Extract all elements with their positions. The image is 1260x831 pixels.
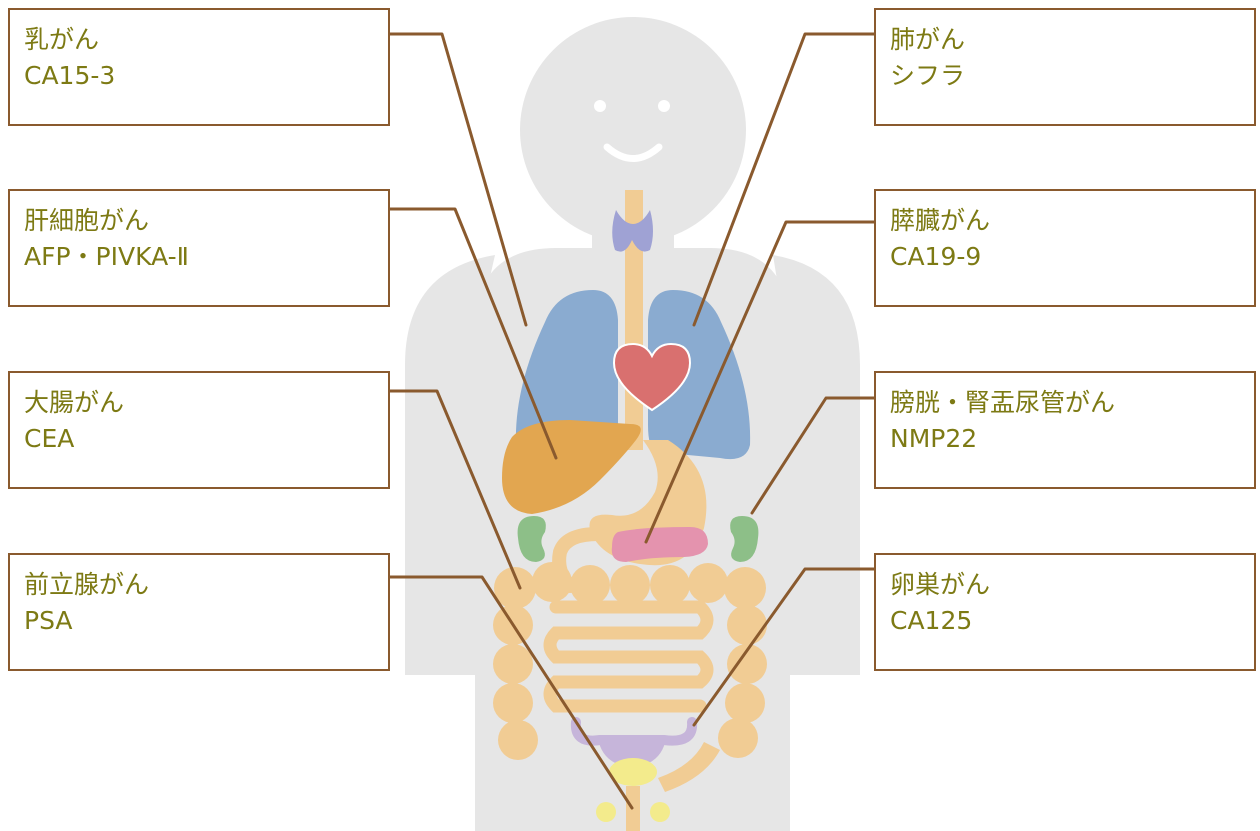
cancer-name: 肺がん: [890, 25, 966, 54]
leader-line-prostate: [386, 575, 634, 810]
label-box-lung-cancer: 肺がん シフラ: [874, 8, 1256, 126]
leader-line-liver: [386, 207, 558, 460]
left-kidney: [517, 516, 546, 562]
right-arm: [773, 255, 860, 675]
left-lung: [515, 290, 618, 460]
cancer-name: 膀胱・腎盂尿管がん: [890, 388, 1116, 417]
label-box-colon-cancer: 大腸がん CEA: [8, 371, 390, 489]
tumor-marker: CA15-3: [24, 61, 116, 90]
bladder: [609, 758, 657, 786]
label-box-prostate-cancer: 前立腺がん PSA: [8, 553, 390, 671]
label-box-liver-cancer: 肝細胞がん AFP・PIVKA-Ⅱ: [8, 189, 390, 307]
leader-line-colon: [386, 389, 522, 590]
leader-line-pancreas: [644, 220, 876, 544]
leader-line-lung: [692, 32, 876, 327]
right-kidney: [730, 516, 759, 562]
uterus-ovaries: [570, 717, 698, 768]
cancer-name: 膵臓がん: [890, 206, 991, 235]
leader-line-bladder: [750, 396, 876, 515]
right-lung: [648, 290, 751, 460]
smile: [603, 143, 663, 162]
face: [594, 100, 670, 162]
pancreas: [611, 527, 708, 562]
leader-line-breast: [386, 32, 528, 327]
cancer-name: 卵巣がん: [890, 570, 991, 599]
label-box-ovarian-cancer: 卵巣がん CA125: [874, 553, 1256, 671]
left-eye: [594, 100, 606, 112]
uterus: [598, 738, 666, 768]
cancer-name: 前立腺がん: [24, 570, 150, 599]
tumor-marker: CEA: [24, 424, 75, 453]
small-intestine: [543, 600, 714, 713]
tumor-marker: CA125: [890, 606, 973, 635]
left-gonad: [596, 802, 616, 822]
tumor-marker: NMP22: [890, 424, 978, 453]
label-box-bladder-cancer: 膀胱・腎盂尿管がん NMP22: [874, 371, 1256, 489]
cancer-name: 大腸がん: [24, 388, 125, 417]
cancer-name: 乳がん: [24, 25, 100, 54]
leader-line-ovary: [692, 567, 876, 727]
right-eye: [658, 100, 670, 112]
tumor-marker: PSA: [24, 606, 73, 635]
thyroid: [612, 210, 653, 252]
heart: [612, 342, 692, 412]
leader-lines: [386, 32, 876, 810]
left-arm: [405, 255, 495, 675]
right-gonad: [650, 802, 670, 822]
label-box-breast-cancer: 乳がん CA15-3: [8, 8, 390, 126]
tumor-marker: AFP・PIVKA-Ⅱ: [24, 242, 189, 271]
label-box-pancreatic-cancer: 膵臓がん CA19-9: [874, 189, 1256, 307]
tumor-marker: シフラ: [890, 61, 966, 90]
liver: [502, 420, 641, 514]
tumor-marker: CA19-9: [890, 242, 982, 271]
cancer-name: 肝細胞がん: [24, 206, 150, 235]
head: [520, 17, 746, 243]
